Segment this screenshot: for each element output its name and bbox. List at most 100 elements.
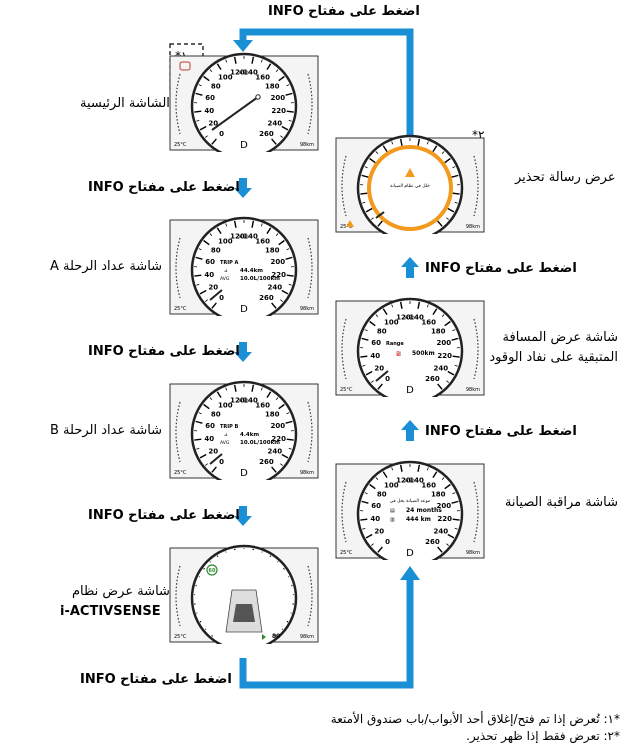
- tick-label: 0: [385, 375, 390, 383]
- dial-tick: [278, 75, 285, 82]
- dial-tick: [286, 412, 290, 415]
- dial-tick: [417, 138, 421, 146]
- tick-label: 160: [255, 73, 270, 81]
- warning-message: خلل في نظام الصيانة: [390, 184, 430, 189]
- tick-label: 140: [243, 397, 258, 405]
- dial-tick: [444, 320, 451, 327]
- dial-face: [356, 297, 464, 397]
- dial-tick: [391, 304, 394, 308]
- dial-tick: [205, 135, 208, 138]
- dial-tick: [251, 56, 255, 64]
- gear-indicator: D: [240, 140, 248, 151]
- avg-value: 10.0L/100km: [240, 440, 280, 446]
- dial-tick: [288, 119, 292, 122]
- press-info-top: اضغط على مفتاح INFO: [268, 4, 420, 19]
- dial-tick: [275, 233, 279, 236]
- arrow-head-top: [233, 40, 253, 52]
- dial-tick: [391, 467, 394, 471]
- dial-tick: [364, 329, 368, 332]
- dial-tick: [432, 145, 438, 153]
- dial-tick: [441, 314, 445, 317]
- speed-unit: km/h: [239, 234, 250, 239]
- dial-tick: [205, 299, 208, 302]
- tick-label: 180: [431, 490, 446, 498]
- dial-tick: [437, 383, 443, 390]
- temp-readout: 25°C: [174, 634, 187, 640]
- arrow-down-3: [234, 506, 252, 526]
- flow-line-bottom: [239, 575, 414, 689]
- lane-keep-icon: [262, 634, 266, 640]
- gear-indicator: D: [406, 385, 414, 396]
- dial-tick: [271, 466, 277, 473]
- dial-tick: [233, 56, 237, 64]
- tick-label: 260: [425, 375, 440, 383]
- dial-tick: [454, 527, 458, 530]
- arrow-up-2: [401, 420, 419, 441]
- dial-tick: [452, 518, 460, 521]
- dial-tick: [194, 438, 202, 441]
- tick-label: 20: [374, 365, 384, 373]
- dial-tick: [441, 151, 445, 154]
- dial-tick: [452, 192, 460, 195]
- odo-readout: 98km: [300, 142, 314, 148]
- maintenance-heading: موعد الصيانة يحل في: [390, 499, 431, 504]
- tick-label: 200: [437, 339, 452, 347]
- label-activsense-2: i-ACTIVSENSE: [60, 604, 161, 619]
- dial-tick: [382, 308, 388, 316]
- trip-icon: ⊿: [224, 269, 228, 274]
- tick-label: 120: [396, 477, 411, 485]
- dial-tick: [286, 84, 290, 87]
- dial-tick: [285, 92, 293, 96]
- dial-tick: [446, 217, 449, 220]
- gauge-trip-a-screen: 020406080100120140160180200220240260km/h…: [169, 216, 319, 316]
- label-trip-b: شاشة عداد الرحلة B: [50, 423, 163, 438]
- dial-tick: [199, 453, 207, 459]
- tick-label: 40: [370, 515, 380, 523]
- tick-label: 200: [437, 502, 452, 510]
- dial-tick: [205, 463, 208, 466]
- dial-tick: [233, 384, 237, 392]
- dial-tick: [199, 125, 207, 131]
- dial-face: [356, 460, 464, 560]
- dial-tick: [278, 239, 285, 246]
- tick-label: 120: [230, 69, 245, 77]
- dial-tick: [452, 492, 456, 495]
- maintenance-distance-icon: ▥: [390, 517, 395, 523]
- dial-tick: [260, 59, 263, 63]
- odo-readout: 98km: [300, 306, 314, 312]
- dial-tick: [275, 69, 279, 72]
- dial-tick: [360, 355, 368, 358]
- press-info-bottom: اضغط على مفتاح INFO: [80, 672, 232, 687]
- dial-tick: [365, 370, 373, 376]
- dial-tick: [198, 248, 202, 251]
- speed-needle: [375, 211, 385, 219]
- tick-label: 240: [267, 120, 282, 128]
- dial-tick: [361, 174, 369, 178]
- dial-tick: [446, 543, 449, 546]
- dial-tick: [360, 192, 368, 195]
- footnote-2: *٢: تعرض فقط إذا ظهر تحذير.: [466, 729, 620, 743]
- tick-label: 260: [259, 130, 274, 138]
- dial-tick: [362, 201, 366, 204]
- speed-needle: [375, 370, 389, 382]
- dial-tick: [286, 274, 294, 277]
- dial-tick: [203, 403, 210, 410]
- speed-unit: km/h: [405, 478, 416, 483]
- dial-tick: [444, 483, 451, 490]
- label-range-2: المتبقية على نفاد الوقود: [489, 350, 618, 365]
- tick-label: 200: [271, 258, 286, 266]
- label-warning: عرض رسالة تحذير: [515, 170, 616, 185]
- speed-unit: km/h: [405, 315, 416, 320]
- dial-tick: [203, 75, 210, 82]
- dial-tick: [209, 233, 213, 236]
- footnote-1: *١: تُعرض إذا تم فتح/إغلاق أحد الأبواب/ب…: [330, 712, 620, 726]
- arrow-down-1: [234, 178, 252, 198]
- dial-tick: [288, 447, 292, 450]
- dial-tick: [286, 438, 294, 441]
- tick-label: 160: [421, 318, 436, 326]
- door-open-icon: [179, 61, 191, 71]
- dial-tick: [196, 447, 200, 450]
- speed-limit-sign: [206, 564, 218, 576]
- dial-tick: [365, 533, 373, 539]
- dial-tick: [399, 301, 403, 309]
